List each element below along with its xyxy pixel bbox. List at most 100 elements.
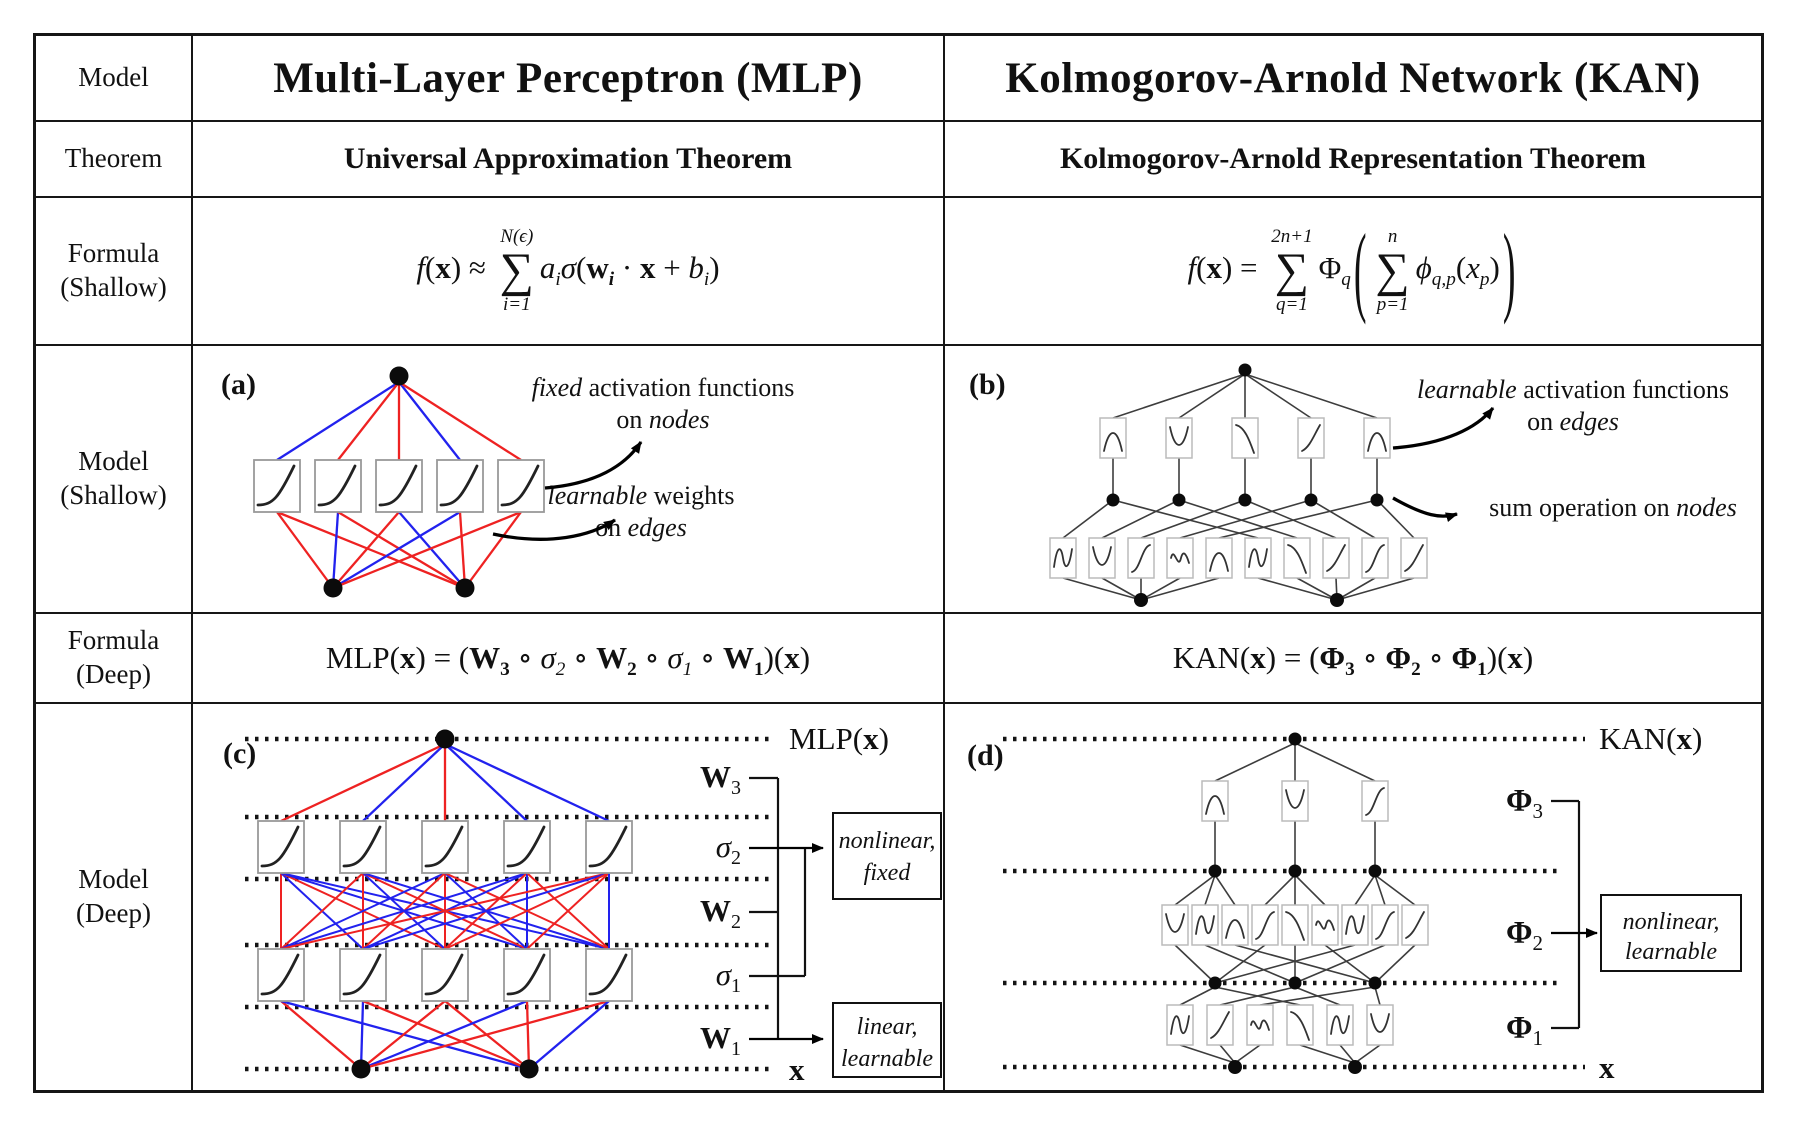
- annotation-text: on edges: [595, 513, 687, 542]
- spline-curve: [1131, 544, 1151, 573]
- formula-token: ): [1489, 250, 1500, 286]
- edge-line: [280, 872, 610, 950]
- edge-line: [331, 511, 340, 589]
- spline-curve: [1209, 552, 1229, 572]
- node-dot: [1106, 493, 1120, 507]
- edge-line: [1179, 1044, 1236, 1064]
- edge-line: [1294, 874, 1326, 906]
- activation-box: [1166, 1004, 1194, 1046]
- edge-line: [362, 872, 610, 950]
- label-segment: learnable: [1625, 939, 1717, 965]
- edge-line: [1257, 577, 1338, 601]
- layer-label: Φ3: [1506, 782, 1543, 823]
- formula-token: x: [400, 640, 416, 675]
- formula-token: σ1: [667, 640, 693, 681]
- edge-line: [337, 381, 400, 461]
- edge-line: [337, 511, 466, 589]
- edge-line: [1214, 874, 1236, 906]
- label-segment: Φ: [1506, 1009, 1533, 1045]
- label-segment: 1: [731, 975, 741, 997]
- node-dot: [389, 366, 409, 386]
- label-segment: 3: [731, 777, 741, 799]
- node-dot: [351, 1059, 371, 1079]
- edge-line: [1140, 499, 1246, 539]
- formula-token: MLP(: [325, 640, 400, 675]
- edge-line: [1244, 373, 1312, 419]
- annotation-text: on edges: [1527, 407, 1619, 436]
- edge-line: [276, 511, 334, 589]
- annotation-arrow: [1392, 406, 1495, 450]
- label-segment: 2: [731, 911, 741, 933]
- label-segment: nodes: [649, 405, 710, 434]
- spline-curve: [1370, 1013, 1390, 1033]
- formula-token: σ2: [540, 640, 566, 681]
- output-label: MLP(x): [789, 721, 889, 756]
- formula-token: )(: [763, 640, 785, 675]
- annotation-text: fixed activation functions: [532, 373, 795, 402]
- panel-c-mlp-deep-diagram: (c)W3σ2W2σ1W1MLP(x)xnonlinear,fixedlinea…: [223, 721, 942, 1087]
- formula-token: (: [1455, 250, 1467, 286]
- sigmoid-curve: [506, 825, 546, 868]
- annotation-arrow: [1392, 496, 1458, 523]
- label-segment: (c): [223, 737, 256, 770]
- mlp-theorem: Universal Approximation Theorem: [193, 122, 943, 196]
- mlp-deep-formula: MLP(x) = (W3 ∘ σ2 ∘ W2 ∘ σ1 ∘ W1)(x): [193, 614, 943, 702]
- formula-token: (: [1353, 215, 1367, 327]
- formula: MLP(x) = (W3 ∘ σ2 ∘ W2 ∘ σ1 ∘ W1)(x): [325, 640, 811, 681]
- row-label-line: (Deep): [76, 898, 151, 928]
- edge-line: [528, 1000, 610, 1070]
- row-label-line: (Deep): [76, 659, 151, 689]
- formula-token: ∘: [1354, 640, 1386, 675]
- edge-line: [444, 872, 610, 950]
- label-segment: fixed: [864, 860, 912, 886]
- spline-curve: [1290, 1011, 1310, 1041]
- node-dot: [435, 729, 455, 749]
- activation-box: [1049, 537, 1077, 579]
- edge-line: [1140, 577, 1181, 601]
- label-segment: ): [1692, 721, 1702, 756]
- row-label-line: Model: [78, 864, 149, 895]
- input-label: x: [789, 1052, 805, 1087]
- label-segment: x: [789, 1052, 805, 1087]
- formula-token: Φ3: [1319, 640, 1355, 681]
- row-label-line: Formula: [67, 625, 160, 656]
- spline-curve: [1326, 544, 1346, 572]
- edge-line: [1339, 1044, 1356, 1064]
- edge-line: [1101, 499, 1180, 539]
- label-segment: σ: [716, 829, 733, 864]
- row-label-model-deep: Model (Deep): [36, 704, 191, 1090]
- formula-token: ): [799, 640, 811, 675]
- edge-line: [1112, 499, 1259, 539]
- spline-curve: [1169, 426, 1189, 446]
- node-dot: [1172, 493, 1186, 507]
- formula-token: f: [1187, 250, 1197, 286]
- layer-label: Φ1: [1506, 1009, 1543, 1050]
- row-label-formula-deep: Formula (Deep): [36, 614, 191, 702]
- sum-operator: N(ϵ)∑i=1: [499, 226, 534, 315]
- label-segment: W: [700, 893, 731, 928]
- formula-token: σ: [560, 250, 577, 286]
- formula-token: ∘: [509, 640, 541, 675]
- edge-line: [464, 511, 522, 589]
- annotation-text: sum operation on nodes: [1489, 493, 1737, 522]
- layer-label: Φ2: [1506, 914, 1543, 955]
- label-text: learnable: [841, 1046, 933, 1072]
- edge-line: [1354, 874, 1376, 906]
- formula-token: x: [639, 250, 656, 286]
- node-dot: [519, 1059, 539, 1079]
- activation-box: [1400, 537, 1428, 579]
- node-dot: [1304, 493, 1318, 507]
- activation-box: [1297, 417, 1325, 459]
- label-segment: nonlinear,: [1623, 909, 1720, 935]
- edge-line: [359, 1000, 365, 1070]
- spline-curve: [1255, 911, 1275, 940]
- formula-token: ai: [539, 250, 561, 291]
- mlp-title: Multi-Layer Perceptron (MLP): [193, 36, 943, 120]
- label-segment: MLP(: [789, 721, 863, 756]
- spline-curve: [1165, 913, 1185, 933]
- spline-curve: [1375, 911, 1395, 940]
- row-label-model-shallow: Model (Shallow): [36, 346, 191, 612]
